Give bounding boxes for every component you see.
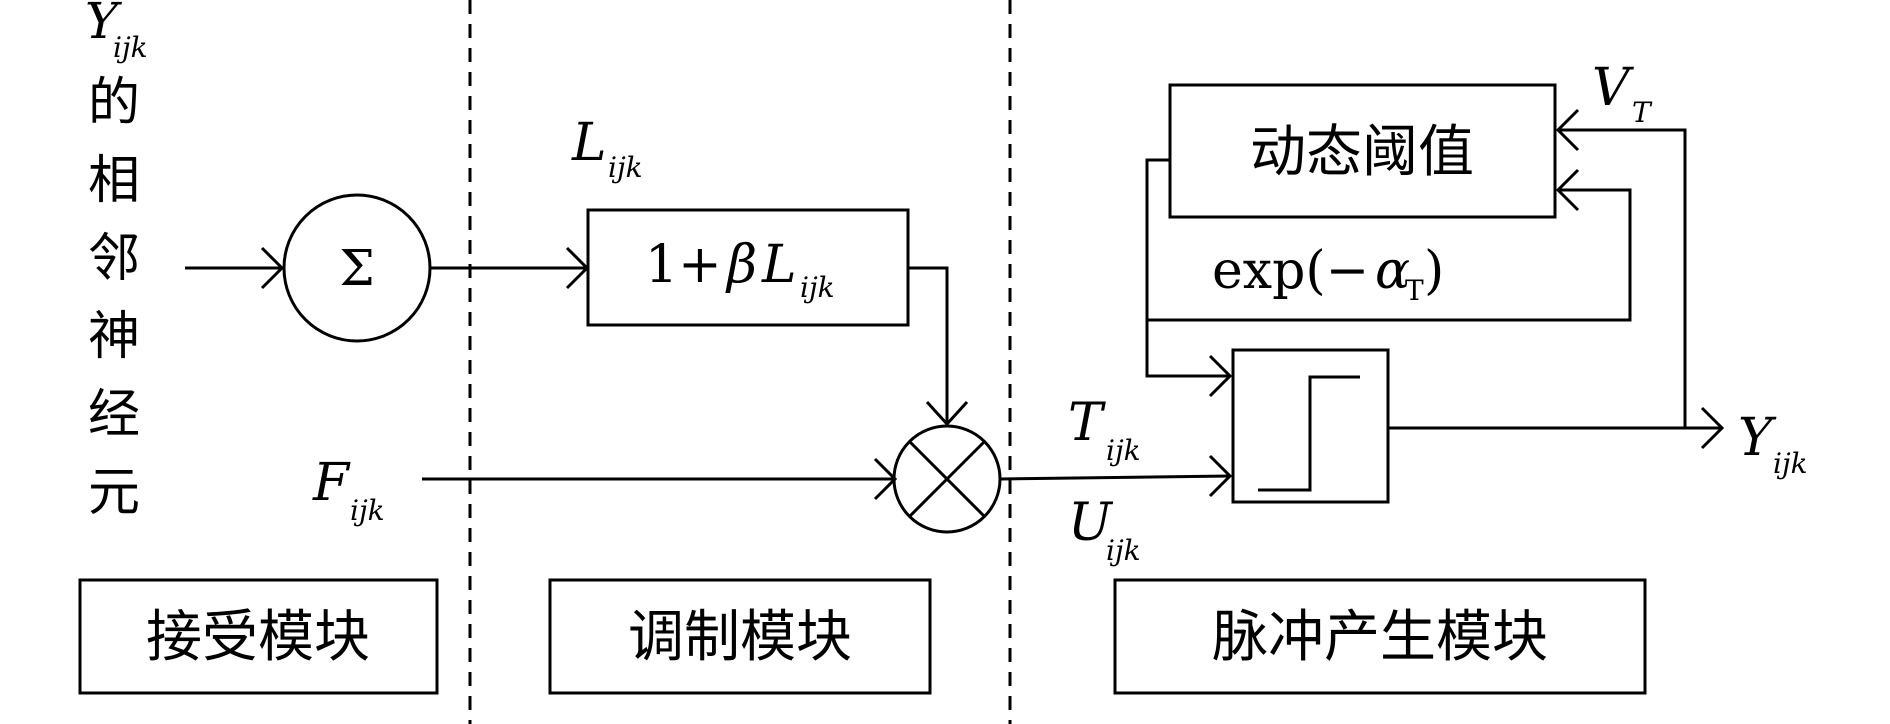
input-label: Y ijk 的 相 邻 神 经 元: [85, 0, 148, 523]
threshold-to-pulse-arrow: [1145, 158, 1233, 398]
input-char-2: 相: [88, 151, 140, 211]
input-symbol: Y: [85, 0, 122, 50]
modulation-to-multiplier-arrow: [908, 266, 969, 427]
module-modulate-label: 调制模块: [628, 605, 852, 670]
output-symbol: Y: [1738, 408, 1777, 468]
module-modulate: 调制模块: [548, 578, 932, 695]
module-pulse: 脉冲产生模块: [1113, 578, 1647, 695]
V-symbol: V: [1592, 58, 1634, 118]
summation-node: Σ: [282, 193, 432, 343]
module-pulse-label: 脉冲产生模块: [1212, 605, 1548, 670]
decay-suffix: ): [1424, 241, 1444, 301]
module-receive: 接受模块: [78, 578, 439, 695]
decay-subscript: T: [1405, 274, 1424, 307]
pulse-generator-box: [1231, 348, 1390, 504]
sum-to-modulation-arrow: [430, 246, 590, 290]
sigma-symbol: Σ: [339, 239, 374, 297]
decay-feedback-loop: [1147, 168, 1632, 322]
F-arrow: [422, 457, 898, 501]
input-char-4: 神: [88, 307, 140, 367]
U-symbol: U: [1068, 493, 1114, 553]
output-label: Y ijk: [1738, 408, 1808, 480]
T-symbol: T: [1068, 393, 1106, 453]
V-label: V T: [1592, 58, 1653, 129]
L-symbol: L: [571, 113, 607, 173]
V-subscript: T: [1632, 96, 1653, 129]
decay-alpha: α: [1375, 241, 1410, 301]
input-subscript: ijk: [113, 31, 148, 64]
U-label: U ijk: [1068, 493, 1141, 567]
F-subscript: ijk: [350, 494, 385, 527]
input-char-1: 的: [88, 73, 140, 133]
output-feedback-arrow: [1555, 108, 1687, 428]
F-label: F ijk: [312, 453, 385, 527]
output-subscript: ijk: [1773, 447, 1808, 480]
modulation-box: 1+ β L ijk: [586, 208, 910, 327]
L-subscript: ijk: [608, 151, 643, 184]
decay-label: exp(− α T ): [1212, 241, 1444, 307]
threshold-box: 动态阈值: [1168, 83, 1557, 219]
multiplier-to-pulse-arrow: [999, 454, 1233, 498]
step-function-icon: [1258, 375, 1360, 492]
output-arrow: [1388, 406, 1725, 450]
U-subscript: ijk: [1106, 534, 1141, 567]
modulation-subscript: ijk: [800, 271, 835, 304]
input-char-3: 邻: [88, 229, 140, 289]
L-label: L ijk: [571, 113, 643, 184]
multiplier-node: [892, 424, 1002, 534]
input-arrow: [185, 246, 285, 290]
module-receive-label: 接受模块: [146, 605, 370, 670]
modulation-beta: β: [725, 235, 757, 295]
input-char-6: 元: [88, 463, 140, 523]
T-subscript: ijk: [1106, 434, 1141, 467]
decay-prefix: exp(−: [1212, 241, 1369, 301]
modulation-symbol: L: [761, 235, 797, 295]
threshold-label: 动态阈值: [1250, 120, 1474, 185]
modulation-prefix: 1+: [645, 235, 722, 295]
input-char-5: 经: [88, 385, 140, 445]
F-symbol: F: [312, 453, 351, 513]
T-label: T ijk: [1068, 393, 1141, 467]
